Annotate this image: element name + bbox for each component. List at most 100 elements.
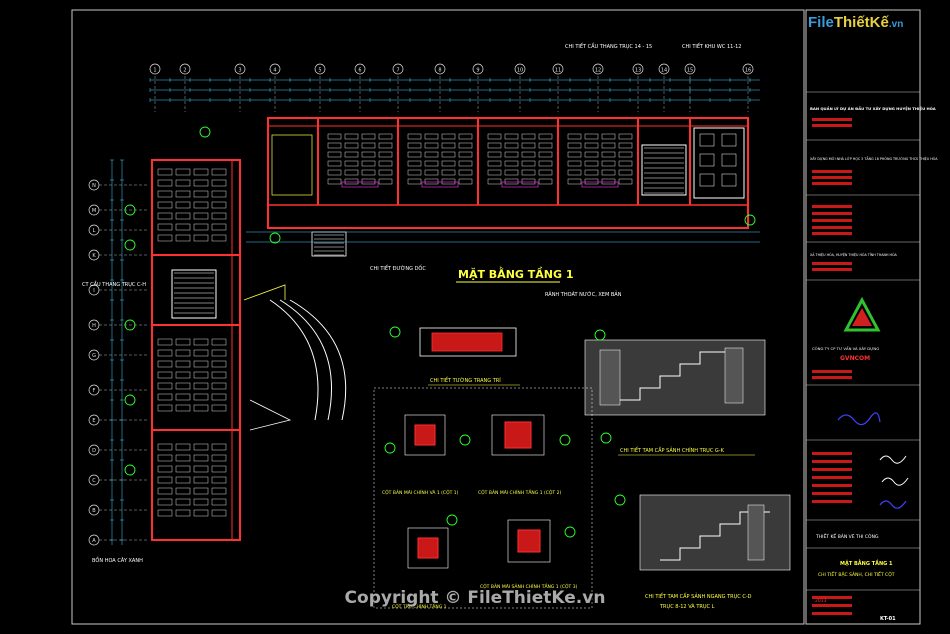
tb-location: XÃ THIỆU HÓA, HUYỆN THIỆU HÓA TỈNH THANH…	[810, 252, 898, 257]
grid-bubble-left	[88, 284, 100, 296]
section-marker	[269, 232, 281, 244]
signature-3	[881, 477, 909, 486]
grid-bubble-left	[88, 249, 100, 261]
grid-bubble-top	[658, 63, 670, 75]
grid-bubble-left	[88, 319, 100, 331]
classroom-desks-horizontal	[327, 133, 633, 188]
detail-decorative-wall: CHI TIẾT TƯỜNG TRANG TRÍ	[419, 327, 520, 386]
section-marker	[459, 434, 471, 446]
entrance-step-lines	[314, 234, 344, 256]
grid-bubble-top	[632, 63, 644, 75]
label-wall-detail: CHI TIẾT TƯỜNG TRANG TRÍ	[430, 376, 501, 384]
main-entrance-ramp	[243, 284, 347, 431]
grid-label-top: 7	[396, 68, 399, 74]
grid-label-top: 3	[238, 68, 241, 74]
section-markers	[124, 126, 756, 538]
grid-label-top: 4	[273, 68, 276, 74]
tb-year: 2013	[815, 598, 827, 604]
grid-label-left: E	[92, 418, 95, 424]
grid-bubble-left	[88, 414, 100, 426]
grid-label-left: I	[93, 288, 94, 294]
tb-project: XÂY DỰNG MỚI NHÀ LỚP HỌC 3 TẦNG 18 PHÒNG…	[810, 156, 938, 161]
section-marker	[744, 214, 756, 226]
section-marker	[124, 204, 136, 216]
company-logo	[843, 296, 881, 332]
section-marker	[559, 434, 571, 446]
grid-label-top: 11	[555, 68, 561, 74]
grid-label-left: G	[92, 353, 96, 359]
grid-label-top: 12	[595, 68, 601, 74]
tb-sheet-sub: CHI TIẾT BẬC SẢNH, CHI TIẾT CỘT	[818, 570, 895, 578]
grid-bubble-top	[179, 63, 191, 75]
wc-fixtures	[699, 133, 737, 187]
grid-bubble-top	[514, 63, 526, 75]
grid-label-left: C	[92, 478, 96, 484]
label-tree: BỒN HOA CÂY XANH	[92, 555, 143, 564]
stair-left	[174, 272, 214, 314]
section-marker	[446, 514, 458, 526]
grid-bubble-top	[314, 63, 326, 75]
grid-bubble-top	[742, 63, 754, 75]
tb-owner: BAN QUẢN LÝ DỰ ÁN ĐẦU TƯ XÂY DỰNG HUYỆN …	[810, 106, 936, 111]
tb-sheet-title: MẶT BẰNG TẦNG 1	[840, 558, 893, 567]
grid-bubble-left	[88, 224, 100, 236]
section-marker	[199, 126, 211, 138]
signature-1	[837, 412, 881, 426]
grid-bubble-left	[88, 204, 100, 216]
grid-label-left: M	[92, 208, 96, 214]
grid-label-left: K	[92, 253, 96, 259]
grid-label-top: 8	[438, 68, 441, 74]
grid-bubble-left	[88, 504, 100, 516]
label-col-a: CỘT BẢN MÃI CHÍNH VÀ 1 (CỘT 1)	[382, 488, 459, 496]
signature-4	[879, 500, 907, 509]
grid-bubble-top	[472, 63, 484, 75]
grid-bubble-left	[88, 179, 100, 191]
grid-label-left: N	[92, 183, 96, 189]
grid-label-top: 6	[358, 68, 361, 74]
grid-label-left: A	[92, 538, 96, 544]
label-col-d: CỘT TRỤ CHÍNH TẦNG 1	[392, 602, 447, 610]
section-marker	[124, 464, 136, 476]
stair-top	[644, 147, 684, 194]
section-marker	[564, 526, 576, 538]
section-marker	[614, 494, 626, 506]
signature-2	[879, 455, 907, 464]
grid-label-top: 2	[183, 68, 186, 74]
grid-bubble-top	[684, 63, 696, 75]
grid-label-top: 1	[153, 68, 156, 74]
grid-label-top: 10	[517, 68, 523, 74]
tb-company-short: GVNCOM	[840, 355, 870, 362]
grid-bubble-top	[592, 63, 604, 75]
grid-label-left: L	[93, 228, 96, 234]
label-col-b: CỘT BẢN MÃI CHÍNH TẦNG 1 (CỘT 2)	[478, 488, 561, 496]
section-marker	[124, 394, 136, 406]
section-marker	[594, 329, 606, 341]
section-marker	[600, 432, 612, 444]
tb-drawing-name: THIẾT KẾ BẢN VẼ THI CÔNG	[815, 532, 879, 540]
grid-label-top: 5	[318, 68, 321, 74]
entrance-steps	[311, 231, 347, 257]
grid-bubble-top	[234, 63, 246, 75]
grid-bubble-top	[354, 63, 366, 75]
grid-label-left: H	[92, 323, 96, 329]
vertical-wing	[151, 159, 241, 541]
dimension-lines	[110, 78, 760, 545]
label-step-detail-b: CHI TIẾT TAM CẤP SẢNH NGANG TRỤC C-D	[645, 592, 752, 600]
grid-label-top: 14	[661, 68, 667, 74]
classroom-desks-vertical	[157, 168, 227, 517]
label-ramp-detail: CHI TIẾT ĐƯỜNG DỐC	[370, 264, 426, 272]
tb-company: CÔNG TY CP TƯ VẤN VÀ XÂY DỰNG	[812, 346, 879, 351]
detail-step-section-b: CHI TIẾT TAM CẤP SẢNH NGANG TRỤC C-D TRỤ…	[639, 494, 791, 610]
horizontal-wing	[267, 117, 749, 229]
grid-label-top: 9	[476, 68, 479, 74]
grid-label-top: 13	[635, 68, 641, 74]
main-title: MẶT BẰNG TẦNG 1	[458, 266, 574, 281]
title-block-red-fields	[812, 118, 852, 615]
label-col-c: CỘT BẢN MÃI SẢNH CHÍNH TẦNG 1 (CỘT 3)	[480, 582, 578, 590]
grid-label-top: 16	[745, 68, 751, 74]
grid-bubble-top	[434, 63, 446, 75]
